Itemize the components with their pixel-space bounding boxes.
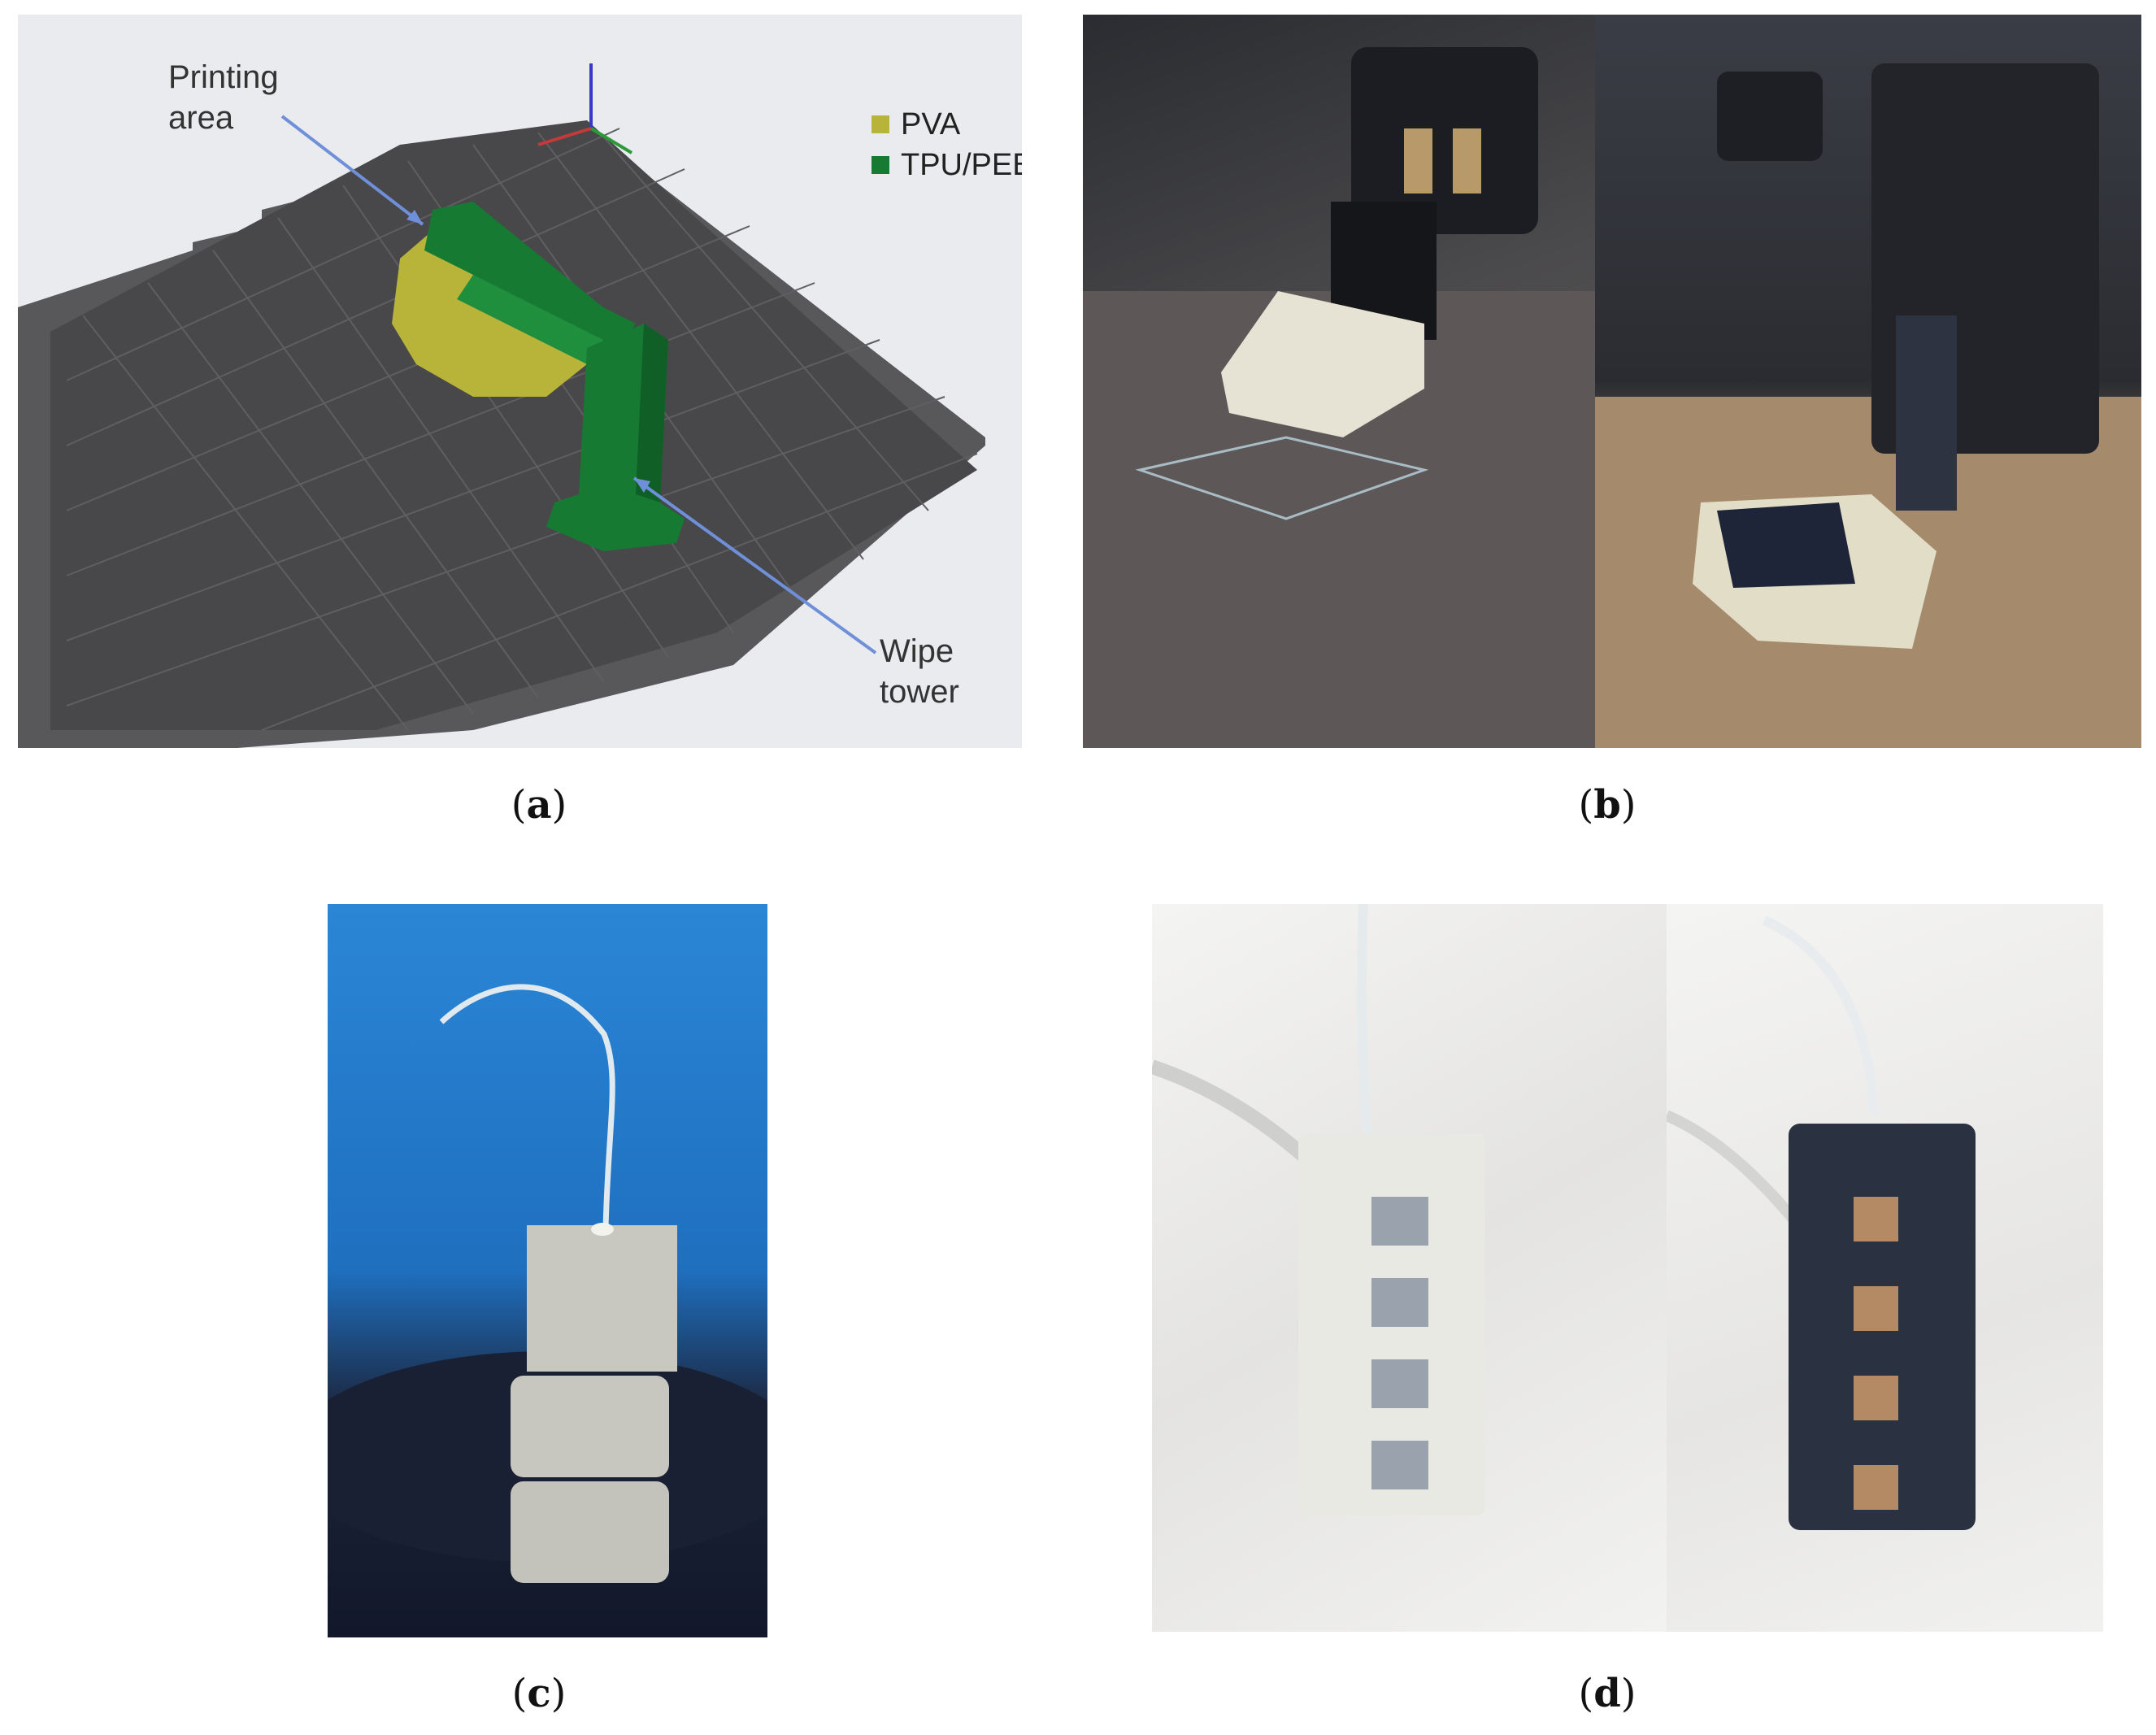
slicer-scene xyxy=(18,63,985,748)
printing-area-label: Printing area xyxy=(168,57,279,138)
bed-outline-mark xyxy=(1135,436,1429,520)
printed-part-support xyxy=(1221,291,1424,437)
tpu-part-face xyxy=(457,275,603,364)
air-tube-front xyxy=(1356,904,1372,1141)
build-plate-grid-area xyxy=(50,120,977,730)
top-block xyxy=(527,1225,677,1372)
wipe-tower-arrow xyxy=(632,476,877,654)
electrode-pad-3 xyxy=(1371,1359,1428,1408)
caption-d: (d) xyxy=(1578,1671,1637,1716)
caption-d-letter: d xyxy=(1593,1671,1621,1716)
wipe-tower-arrowhead xyxy=(634,478,650,493)
printing-photo-right xyxy=(1595,15,2141,748)
wipe-tower-label-line2: tower xyxy=(880,674,959,710)
assembled-device-photo xyxy=(328,904,767,1637)
bottom-block xyxy=(511,1481,669,1583)
sensor-back-scene xyxy=(1667,915,1976,1530)
wipe-tower-label-line1: Wipe xyxy=(880,633,954,669)
caption-a-letter: a xyxy=(526,782,552,828)
electrode-pad-1 xyxy=(1371,1197,1428,1246)
legend-item-pva: PVA xyxy=(872,104,1022,145)
print-head xyxy=(1351,47,1538,234)
middle-block xyxy=(511,1376,669,1477)
copper-pad-2 xyxy=(1854,1286,1898,1331)
wipe-tower-photo xyxy=(1896,315,1957,511)
printer-scene-left xyxy=(1083,47,1595,748)
caption-c: (c) xyxy=(511,1671,567,1716)
caption-c-letter: c xyxy=(527,1671,551,1716)
material-legend: PVA TPU/PEBA xyxy=(872,104,1022,185)
legend-label-tpu: TPU/PEBA xyxy=(901,148,1022,182)
x-axis-indicator xyxy=(537,127,592,146)
copper-pad-3 xyxy=(1854,1376,1898,1420)
printing-area-label-line1: Printing xyxy=(168,59,279,95)
air-tube-back xyxy=(1762,915,1879,1116)
printing-photo-left xyxy=(1083,15,1595,748)
printer-scene-right xyxy=(1595,63,2141,748)
electrode-pad-2 xyxy=(1371,1278,1428,1327)
printing-area-arrowhead xyxy=(406,210,423,224)
assembled-device-scene xyxy=(328,984,767,1583)
printed-part-dark-face xyxy=(1717,502,1855,588)
printing-area-label-line2: area xyxy=(168,100,234,136)
air-tube xyxy=(439,984,615,1230)
print-head-right xyxy=(1717,72,1823,161)
nozzle-right xyxy=(1453,128,1481,194)
tpu-part-shape xyxy=(424,202,636,348)
printing-area-arrow xyxy=(280,115,424,226)
pva-swatch-icon xyxy=(872,115,889,133)
legend-item-tpu: TPU/PEBA xyxy=(872,145,1022,185)
sensor-front-scene xyxy=(1152,904,1485,1515)
caption-a: (a) xyxy=(511,782,567,828)
sensor-photo-back xyxy=(1667,904,2103,1632)
tube-connector xyxy=(591,1223,614,1236)
caption-b: (b) xyxy=(1578,782,1637,828)
electrode-pad-4 xyxy=(1371,1441,1428,1489)
wipe-tower-label: Wipe tower xyxy=(880,631,959,712)
copper-pad-4 xyxy=(1854,1465,1898,1510)
sensor-photo-front xyxy=(1152,904,1667,1632)
plate-grid xyxy=(66,128,978,731)
caption-b-letter: b xyxy=(1593,782,1621,828)
copper-pad-1 xyxy=(1854,1197,1898,1241)
nozzle-left xyxy=(1404,128,1432,194)
wipe-tower-side xyxy=(636,324,668,502)
legend-label-pva: PVA xyxy=(901,107,961,141)
tpu-swatch-icon xyxy=(872,156,889,174)
slicer-render-panel: Printing area Wipe tower PVA TPU/PEBA xyxy=(18,15,1022,748)
y-axis-indicator xyxy=(589,127,633,154)
